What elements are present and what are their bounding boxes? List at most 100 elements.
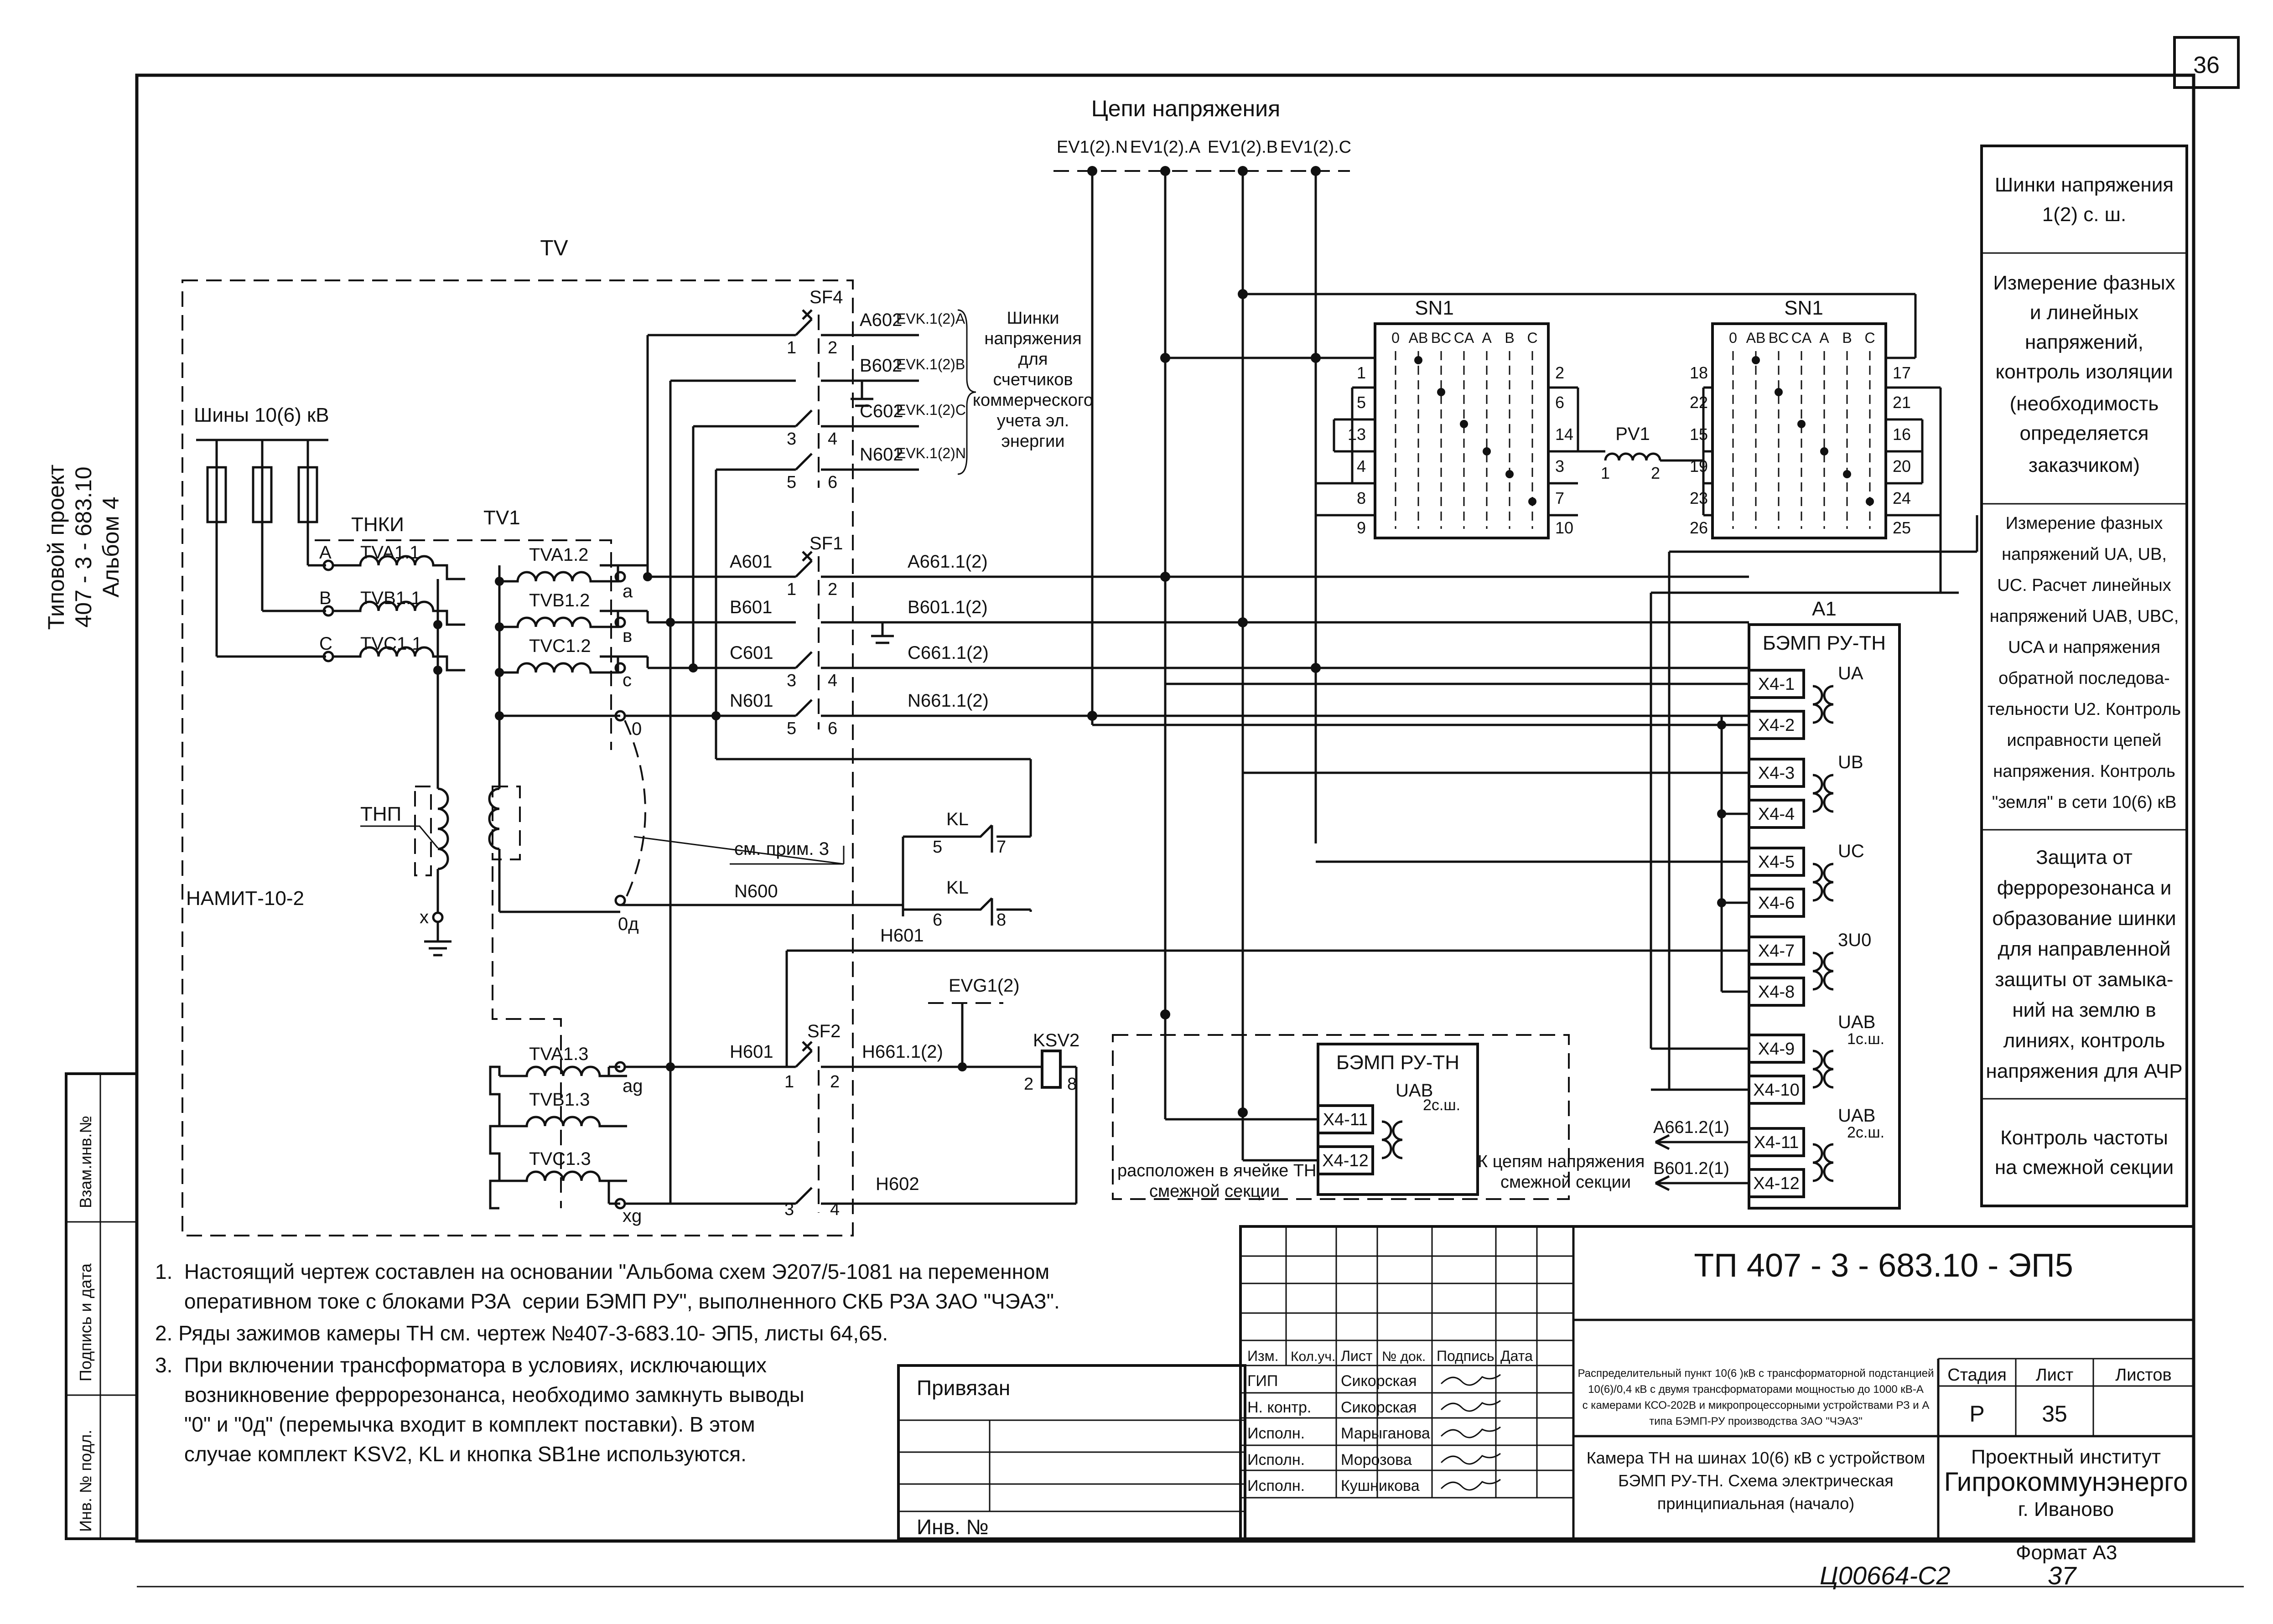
adj-sec: 2с.ш. — [1423, 1096, 1460, 1114]
a1-device: A1 БЭМП РУ-ТН X4-1 X4-2 X4-3 X4-4 X4-5 X… — [1748, 598, 1901, 1210]
tb-title-1: Камера ТН на шинах 10(6) кВ с устройство… — [1587, 1448, 1925, 1467]
sn1r-col-2: BC — [1769, 330, 1789, 346]
kl-c2-b: 8 — [996, 910, 1006, 930]
pv1-pin-2: 2 — [1651, 464, 1660, 482]
primary-windings: ТНКИ TVA1.1 TVB1.1 TVC1.1 x ТНП — [333, 513, 465, 957]
sn1-right: SN1 0 AB BC CA A B C 18 22 15 19 23 26 1… — [1578, 293, 1959, 594]
inv-number: Инв. № — [917, 1515, 989, 1539]
sn1-right-label: SN1 — [1784, 297, 1823, 319]
rt-2-8: напряжения. Контроль — [1993, 762, 2175, 781]
rt-3-1: феррорезонанса и — [1997, 877, 2172, 899]
tb-project-1: Распределительный пункт 10(6 )кВ с транс… — [1578, 1367, 1934, 1380]
meter-note-4: счетчиков — [993, 370, 1073, 389]
handwritten-page: 37 — [2048, 1561, 2077, 1590]
tap-v: в — [623, 626, 632, 646]
bus-label-b: EV1(2).B — [1208, 138, 1278, 157]
rt-4-0: Контроль частоты — [2000, 1127, 2168, 1149]
tb-project-4: типа БЭМП-РУ производства ЗАО "ЧЭАЗ" — [1649, 1415, 1863, 1427]
sn1l-lp-3: 4 — [1357, 457, 1366, 476]
wire-b602: B602 — [860, 356, 902, 376]
sn1-left: SN1 0 AB BC CA A B C 1 5 13 4 8 9 2 6 14… — [1160, 289, 1579, 539]
meter-note-2: напряжения — [984, 329, 1081, 348]
tv-label: TV — [540, 236, 568, 260]
adj-circuits-2: смежной секции — [1500, 1173, 1631, 1192]
privyazan: Привязан — [917, 1376, 1010, 1400]
hv-input: Шины 10(6) кВ A B C — [194, 404, 334, 662]
tb-name-1: Сикорская — [1341, 1372, 1417, 1390]
tb-sheet-h: Лист — [2036, 1365, 2074, 1385]
rt-row-1: Измерение фазных и линейных напряжений, … — [1993, 272, 2175, 476]
sn1l-lp-4: 8 — [1357, 489, 1366, 507]
tap-s: с — [623, 670, 632, 690]
sn1r-lp-1: 22 — [1690, 393, 1708, 412]
right-table — [1980, 145, 2188, 1207]
note-ref-label: см. прим. 3 — [734, 839, 829, 859]
pv1-meter: PV1 1 2 — [1548, 424, 1703, 482]
thp-label: ТНП — [360, 803, 401, 825]
a1-grp-uab1: UAB — [1838, 1012, 1875, 1032]
sn1l-lp-1: 5 — [1357, 393, 1366, 412]
a1-grp-uab2: UAB — [1838, 1106, 1875, 1126]
a1-x4-7: X4-7 — [1758, 941, 1795, 961]
adj-title: БЭМП РУ-ТН — [1336, 1051, 1459, 1074]
evk-a: EVK.1(2)A — [896, 310, 965, 327]
evk-c: EVK.1(2)C — [896, 402, 966, 418]
kl-label-1: KL — [946, 809, 969, 829]
tap-wiring: N600 см. прим. 3 — [620, 334, 1032, 1204]
title-block: ТП 407 - 3 - 683.10 - ЭП5 Изм. Кол.уч. Л… — [1239, 1225, 2195, 1540]
winding-tvb1-2: TVB1.2 — [529, 590, 590, 610]
n600-label: N600 — [734, 881, 778, 901]
winding-tvb1-3: TVB1.3 — [529, 1090, 590, 1110]
bus-label-n: EV1(2).N — [1057, 138, 1128, 157]
a1-x4-8: X4-8 — [1758, 983, 1795, 1002]
sf2-pin-3: 3 — [784, 1200, 794, 1219]
tb-title-3: принципиальная (начало) — [1657, 1494, 1854, 1513]
tap-ag: ag — [623, 1076, 643, 1096]
rt-2-0: Измерение фазных — [2006, 514, 2163, 533]
rt-row-4: Контроль частоты на смежной секции — [1995, 1127, 2174, 1179]
a1-x4-2: X4-2 — [1758, 716, 1795, 735]
rt-2-1: напряжений UA, UB, — [2002, 545, 2167, 564]
a1-x4-6: X4-6 — [1758, 894, 1795, 913]
note-3c: "0" и "0д" (перемычка входит в комплект … — [155, 1412, 755, 1436]
rt-3-2: образование шинки — [1992, 907, 2176, 930]
wire-b601-1: B601.1(2) — [908, 597, 988, 617]
note-3d: случае комплект KSV2, KL и кнопка SB1не … — [155, 1442, 747, 1466]
a1-terminals — [1748, 669, 1805, 1198]
binding-block: Привязан Инв. № — [897, 1364, 1246, 1540]
tb-name-5: Кушникова — [1341, 1477, 1420, 1495]
rt-1-3: контроль изоляции — [1995, 361, 2173, 383]
kl-c1-a: 5 — [933, 838, 942, 857]
evk-b: EVK.1(2)B — [896, 356, 965, 372]
sf1-pin-3: 3 — [787, 671, 796, 690]
rt-1-6: заказчиком) — [2029, 454, 2140, 476]
sf4-pin-2: 2 — [828, 338, 837, 357]
tb-h-izm: Изм. — [1247, 1348, 1279, 1364]
rt-3-0: Защита от — [2036, 846, 2133, 869]
sn1l-col-3: CA — [1454, 330, 1474, 346]
sn1r-lp-2: 15 — [1690, 425, 1708, 444]
phase-c: C — [319, 634, 332, 654]
side-stamp: Типовой проект 407 - 3 - 683.10 Альбом 4 — [43, 465, 124, 630]
rt-2-3: напряжений UAB, UBC, — [1990, 607, 2179, 626]
bus-junctions — [1087, 572, 1321, 721]
wire-a602: A602 — [860, 310, 902, 330]
adj-wire-a: A661.2(1) — [1653, 1118, 1729, 1137]
side-stamp-line-1: Типовой проект — [43, 465, 69, 630]
namit-label: НАМИТ-10-2 — [186, 887, 304, 910]
sn1r-rp-3: 20 — [1893, 457, 1911, 476]
rt-2-4: UCA и напряжения — [2008, 638, 2160, 657]
rt-3-3: для направленной — [1998, 938, 2170, 960]
pv1-pin-1: 1 — [1601, 464, 1610, 482]
note-3b: возникновение феррорезонанса, необходимо… — [155, 1383, 804, 1407]
thki-label: ТНКИ — [351, 513, 404, 536]
rt-0-0: Шинки напряжения — [1995, 174, 2174, 196]
a1-label: A1 — [1812, 598, 1837, 620]
tb-inst-2: Гипрокоммунэнерго — [1944, 1467, 2188, 1497]
winding-tva1-2: TVA1.2 — [529, 545, 588, 565]
tb-project-3: с камерами КСО-202В и микропроцессорными… — [1583, 1399, 1930, 1412]
sn1l-rp-5: 10 — [1555, 518, 1573, 537]
a1-x4-10: X4-10 — [1753, 1081, 1799, 1100]
format-label: Формат А3 — [2016, 1541, 2117, 1564]
bus-label-c: EV1(2).C — [1280, 138, 1351, 157]
